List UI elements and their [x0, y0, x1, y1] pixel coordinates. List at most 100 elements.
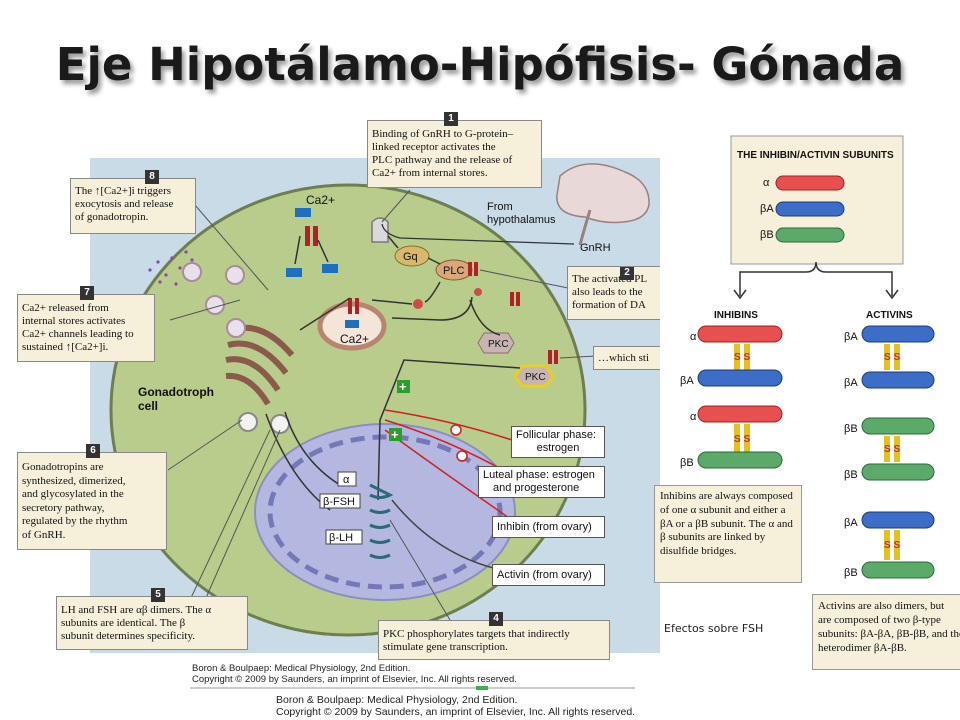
step-1-line: Binding of GnRH to G-protein– [372, 128, 514, 140]
gq-protein [394, 245, 430, 267]
step-6-line: regulated by the rhythm [22, 515, 128, 527]
step-5-line: LH and FSH are αβ dimers. The α [61, 604, 212, 616]
blh-gene-box [325, 529, 363, 545]
disulfide-bridge [744, 344, 750, 370]
step-6-callout: 6 Gonadotropins are synthesized, dimeriz… [17, 444, 167, 550]
pkc-label-2: PKC [525, 372, 546, 383]
activin-label: βA [844, 517, 858, 529]
inhibin-note: Inhibins are always composed of one α su… [654, 485, 802, 583]
calcium-channel-store [348, 298, 359, 314]
step-2-line: The activated PL [572, 273, 648, 285]
step-7-line: Ca2+ released from [22, 302, 109, 314]
step-2-callout: 2 The activated PL also leads to the for… [567, 266, 660, 320]
ss-label: S S [734, 352, 750, 363]
step-5-callout: 5 LH and FSH are αβ dimers. The α subuni… [56, 588, 248, 650]
golgi-apparatus [225, 324, 295, 406]
ca-ion [345, 320, 359, 328]
ca-top-label: Ca2+ [306, 193, 335, 207]
released-gonadotropin [148, 250, 194, 286]
step-5-line: subunit determines specificity. [61, 630, 196, 642]
bfsh-gene-box [319, 493, 361, 509]
copyright-1: Boron & Boulpaep: Medical Physiology, 2n… [192, 663, 517, 685]
step-2-badge: 2 [620, 267, 634, 280]
step-3-callout: …which sti [593, 346, 660, 370]
step-8-line: of gonadotropin. [75, 211, 149, 223]
luteal-box: Luteal phase: estrogen and progesterone [478, 466, 605, 498]
gnrh-receptor [371, 217, 389, 243]
follicular-line: estrogen [536, 442, 580, 454]
inhibit-icon [456, 450, 468, 462]
dna-helix [369, 483, 394, 559]
copyright-2-a: Boron & Boulpaep: Medical Physiology, 2n… [276, 694, 518, 706]
step-2-line: also leads to the [572, 286, 643, 298]
luteal-line: and progesterone [493, 482, 580, 494]
from-hypothalamus-2: hypothalamus [487, 214, 556, 226]
betaA-subunit-bar [775, 201, 845, 217]
step-7-line: Ca2+ channels leading to [22, 328, 134, 340]
step-5-badge: 5 [151, 588, 165, 602]
inhibin-box-text: Inhibin (from ovary) [497, 521, 592, 533]
ss-label: S S [884, 540, 900, 551]
step-7-callout: 7 Ca2+ released from internal stores act… [17, 286, 155, 362]
secretory-vesicle [225, 265, 245, 285]
ss-label: S S [734, 434, 750, 445]
betaB-subunit-bar [775, 227, 845, 243]
inhibin-note-line: β subunits are linked by [660, 531, 766, 544]
branch-arrowheads [733, 289, 899, 300]
step-6-line: synthesized, dimerized, [22, 474, 126, 487]
callout-lines [167, 189, 597, 621]
ca-ion [286, 268, 302, 277]
disulfide-bridge [744, 424, 750, 452]
activin-note-line: subunits: βA-βA, βB-βB, and the [818, 628, 960, 640]
step-1-callout: 1 Binding of GnRH to G-protein– linked r… [367, 112, 542, 188]
inhibin-note-line: of one α subunit and either a [660, 503, 786, 516]
activin-label: βB [844, 423, 858, 435]
step-1-line: Ca2+ from internal stores. [372, 167, 488, 179]
step-8-line: exocytosis and release [75, 198, 174, 210]
activin-label: βB [844, 469, 858, 481]
step-4-badge: 4 [489, 612, 503, 626]
step-1-line: linked receptor activates the [372, 141, 496, 153]
secretory-vesicle [238, 412, 258, 432]
subunit-alpha-label: α [763, 177, 770, 189]
effects-caption: Efectos sobre FSH [664, 622, 764, 635]
activins-title: ACTIVINS [866, 310, 913, 321]
inhibin-label: βB [680, 457, 694, 469]
inhibin-betaA-bar [697, 369, 783, 387]
activin-box: Activin (from ovary) [492, 564, 605, 586]
activin-note-line: Activins are also dimers, but [818, 600, 945, 612]
step-7-badge: 7 [80, 286, 94, 300]
activin-note-line: are composed of two β-type [818, 614, 941, 626]
slide-title: Eje Hipotálamo-Hipófisis- Gónada [55, 38, 905, 91]
step-4-line: stimulate gene transcription. [383, 641, 508, 653]
alpha-gene-box [337, 471, 357, 487]
inhibin-stack: α βA α βB [680, 325, 783, 469]
ca-ion [322, 264, 338, 273]
step-1-line: PLC pathway and the release of [372, 154, 513, 166]
cell-label-2: cell [138, 399, 158, 413]
pkc-inactive [477, 332, 515, 354]
ss-label: S S [884, 352, 900, 363]
inhibin-label: βA [680, 375, 694, 387]
activin-box-text: Activin (from ovary) [497, 569, 592, 581]
inhibin-box: Inhibin (from ovary) [492, 516, 605, 538]
activin-note-line: heterodimer βA-βB. [818, 642, 907, 654]
step-7-line: sustained ↑[Ca2+]i. [22, 341, 109, 353]
inhibin-label: α [690, 331, 697, 343]
step-8-callout: 8 The ↑[Ca2+]i triggers exocytosis and r… [70, 170, 196, 234]
plus-sign: + [399, 379, 407, 394]
step-6-line: secretory pathway, [22, 501, 105, 514]
step-6-line: and glycosylated in the [22, 488, 124, 500]
brain-icon [556, 163, 650, 224]
gnrh-path [381, 223, 575, 245]
plus-icon [397, 380, 410, 393]
channel-right [468, 262, 558, 364]
blh-label: β-LH [329, 532, 353, 544]
subunit-betaA-label: βA [760, 203, 774, 215]
ss-label: S S [884, 444, 900, 455]
step-5-line: subunits are identical. The β [61, 617, 186, 629]
disulfide-bridge [734, 424, 740, 452]
plus-sign: + [391, 427, 399, 442]
branch-lines [739, 261, 893, 296]
